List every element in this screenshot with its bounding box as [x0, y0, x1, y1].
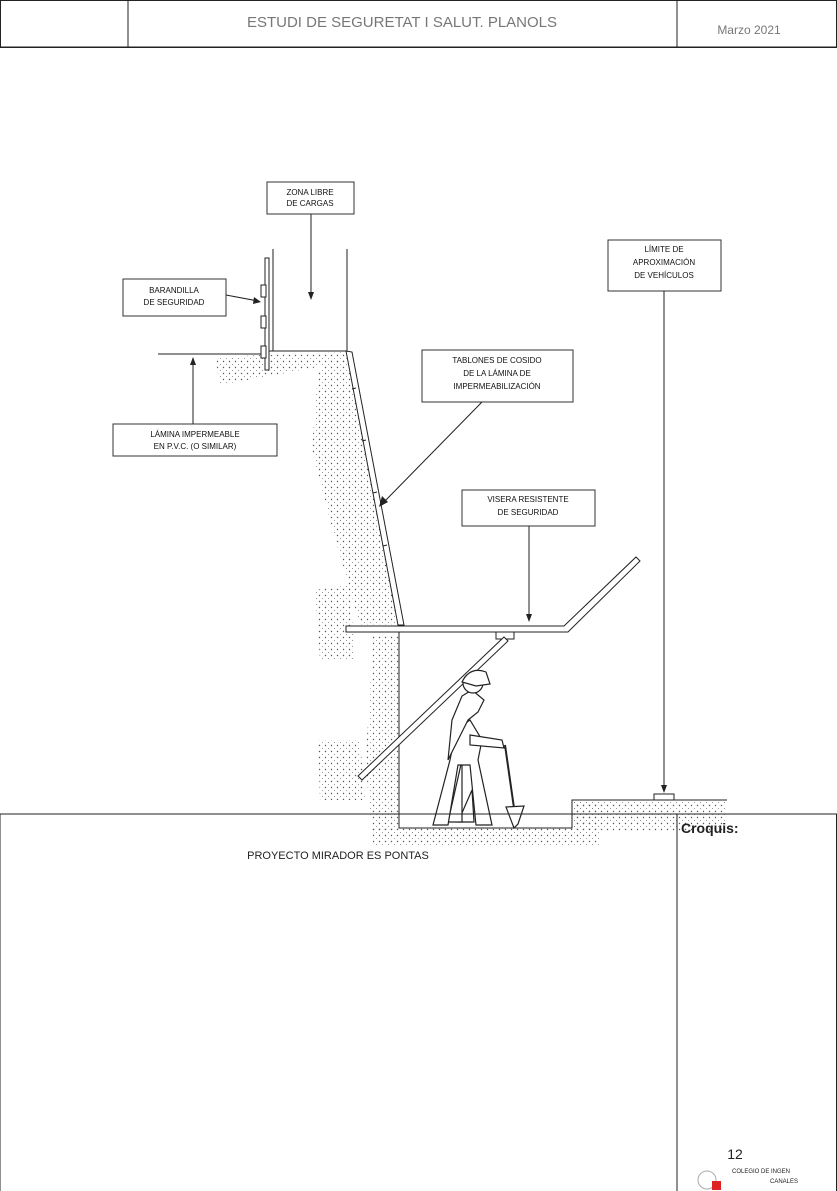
label-tablones: TABLONES DE COSIDO DE LA LÁMINA DE IMPER… — [379, 349, 574, 507]
svg-text:IMPERMEABILIZACIÓN: IMPERMEABILIZACIÓN — [453, 382, 540, 391]
svg-text:COLEGIO DE INGEN: COLEGIO DE INGEN — [732, 1169, 790, 1175]
svg-text:LÍMITE DE: LÍMITE DE — [644, 245, 683, 254]
svg-text:EN P.V.C. (O SIMILAR): EN P.V.C. (O SIMILAR) — [154, 442, 237, 451]
label-lamina: LÁMINA IMPERMEABLE EN P.V.C. (O SIMILAR) — [112, 357, 278, 457]
svg-text:DE SEGURIDAD: DE SEGURIDAD — [144, 298, 205, 307]
safety-railing — [260, 257, 270, 371]
soil-hatching — [215, 352, 725, 846]
stitching-planks — [345, 350, 405, 626]
vehicle-stop-block — [653, 793, 675, 801]
footer-block: PROYECTO MIRADOR ES PONTAS Croquis: 12 C… — [0, 813, 837, 1191]
header-date: Marzo 2021 — [717, 23, 781, 37]
svg-text:VISERA RESISTENTE: VISERA RESISTENTE — [487, 495, 568, 504]
svg-text:DE CARGAS: DE CARGAS — [286, 199, 333, 208]
label-visera: VISERA RESISTENTE DE SEGURIDAD — [461, 489, 596, 622]
svg-text:APROXIMACIÓN: APROXIMACIÓN — [633, 258, 695, 267]
label-zona-libre: ZONA LIBRE DE CARGAS — [266, 181, 355, 300]
header-title: ESTUDI DE SEGURETAT I SALUT. PLANOLS — [247, 14, 557, 31]
header-block: ESTUDI DE SEGURETAT I SALUT. PLANOLS Mar… — [0, 0, 837, 48]
trench-outline — [398, 630, 727, 829]
label-limite: LÍMITE DE APROXIMACIÓN DE VEHÍCULOS — [607, 239, 722, 793]
logo-emblem — [712, 1181, 721, 1190]
svg-text:DE VEHÍCULOS: DE VEHÍCULOS — [634, 271, 694, 280]
excavation-profile — [158, 249, 727, 829]
svg-text:DE LA LÁMINA DE: DE LA LÁMINA DE — [463, 369, 531, 378]
svg-text:CANALES: CANALES — [770, 1179, 798, 1185]
svg-text:BARANDILLA: BARANDILLA — [149, 286, 199, 295]
college-logo: COLEGIO DE INGEN CANALES — [697, 1169, 798, 1190]
svg-text:DE SEGURIDAD: DE SEGURIDAD — [498, 508, 559, 517]
svg-text:ZONA LIBRE: ZONA LIBRE — [286, 188, 333, 197]
page-number: 12 — [727, 1146, 743, 1162]
worker-figure — [432, 669, 525, 830]
project-name: PROYECTO MIRADOR ES PONTAS — [247, 850, 429, 862]
croquis-label: Croquis: — [681, 820, 739, 836]
svg-text:LÁMINA IMPERMEABLE: LÁMINA IMPERMEABLE — [150, 430, 239, 439]
label-barandilla: BARANDILLA DE SEGURIDAD — [122, 278, 261, 317]
svg-text:TABLONES DE COSIDO: TABLONES DE COSIDO — [452, 356, 541, 365]
